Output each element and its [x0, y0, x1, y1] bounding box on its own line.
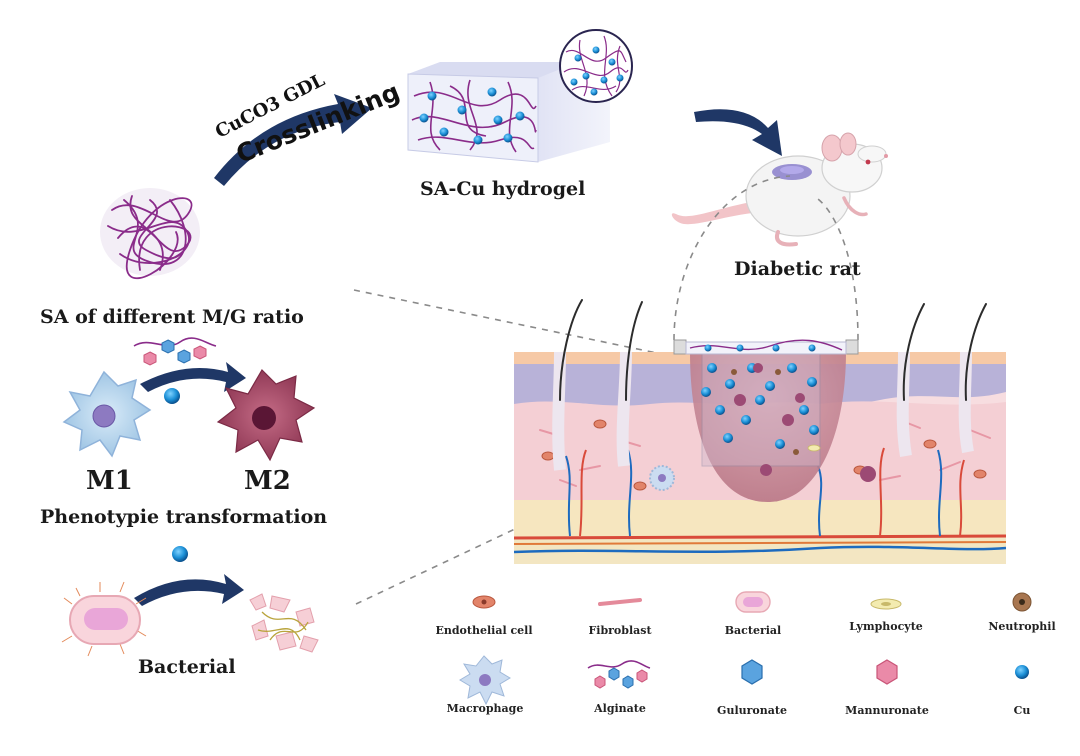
cu-ion-icon-bacterial [172, 546, 188, 562]
sa-ratio-label: SA of different M/G ratio [40, 306, 304, 328]
mannuronate-icon [876, 659, 898, 685]
phenotype-transformation-label: Phenotypie transformation [40, 506, 328, 528]
macrophage-icon [459, 655, 511, 706]
legend-label-lymphocyte: Lymphocyte [849, 620, 923, 633]
legend-label-guluronate: Guluronate [717, 704, 787, 717]
legend-label-macrophage: Macrophage [446, 702, 524, 715]
sa-polymer-tangle-icon [100, 188, 200, 280]
diabetic-rat-label: Diabetic rat [734, 258, 861, 280]
legend-icons [459, 591, 1032, 706]
phenotype-arrow [140, 362, 246, 392]
bacterial-label: Bacterial [138, 656, 236, 678]
cu-ion-icon [164, 388, 180, 404]
legend-label-alginate: Alginate [594, 702, 646, 715]
hair-shafts [559, 299, 987, 401]
alginate-icon [587, 660, 651, 689]
m1-label: M1 [86, 466, 133, 496]
hydrogel-patch [673, 339, 859, 355]
skin-cross-section [514, 352, 1006, 564]
guluronate-icon [741, 659, 763, 685]
legend-label-fibroblast: Fibroblast [588, 624, 652, 637]
hydrogel-label: SA-Cu hydrogel [420, 178, 586, 200]
bacterium-icon [61, 581, 147, 657]
m1-macrophage-icon [62, 370, 152, 458]
sa-cu-hydrogel-cube [407, 40, 610, 163]
legend-label-cu: Cu [1013, 704, 1031, 717]
hydrogel-zoom-circle [559, 29, 633, 103]
lysed-bacterium-icon [249, 593, 319, 653]
dashed-connectors [353, 175, 859, 605]
m2-macrophage-icon [216, 369, 316, 462]
fibroblast-icon [598, 598, 642, 606]
m2-label: M2 [244, 466, 291, 496]
antibacterial-arrow [134, 574, 244, 606]
cu-legend-icon [1015, 665, 1029, 679]
legend-label-endothelial-cell: Endothelial cell [435, 624, 533, 637]
legend-label-mannuronate: Mannuronate [845, 704, 929, 717]
alginate-chain-icon [133, 337, 217, 366]
legend-label-bacterial: Bacterial [724, 624, 782, 637]
legend-label-neutrophil: Neutrophil [988, 620, 1056, 633]
crosslinking-arrow [214, 94, 372, 186]
bacterial-icon [735, 591, 771, 613]
diabetic-rat-icon [671, 132, 888, 247]
rat-transfer-arrow [694, 109, 782, 156]
